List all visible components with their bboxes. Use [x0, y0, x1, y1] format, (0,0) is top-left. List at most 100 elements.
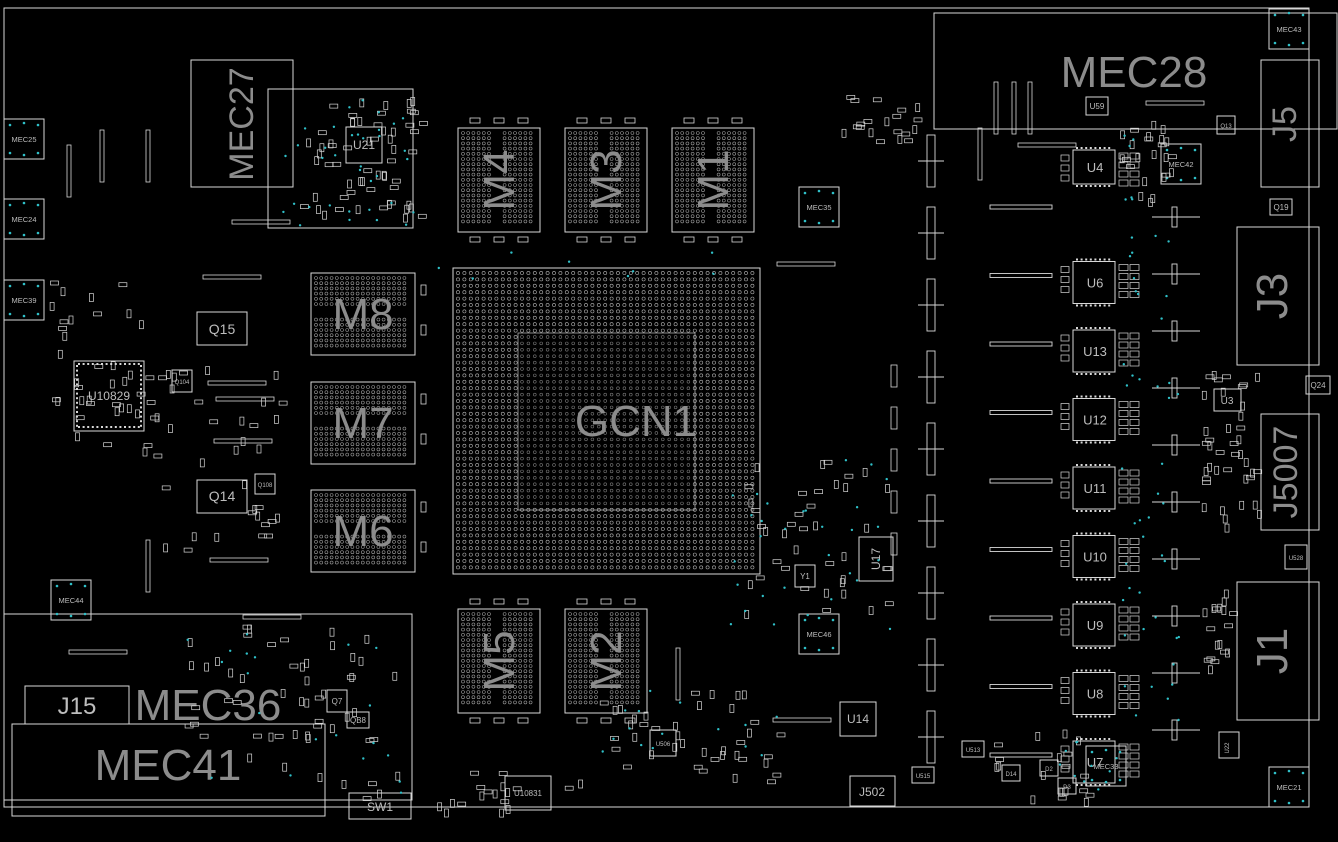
via: [1131, 198, 1134, 201]
passive-component: [126, 309, 132, 319]
passive-component: [369, 737, 379, 742]
sw1-switch[interactable]: SW1: [348, 792, 412, 820]
q15-mosfet[interactable]: Q15: [196, 311, 248, 346]
u21-chip[interactable]: U21: [345, 126, 383, 164]
via: [1160, 317, 1163, 320]
via: [731, 494, 734, 497]
q24-part[interactable]: Q24: [1305, 375, 1331, 395]
d3-part[interactable]: D3: [1057, 777, 1077, 795]
u3-chip[interactable]: U3: [1213, 388, 1242, 412]
memory-chip-m5[interactable]: M5: [457, 598, 541, 724]
u10-regulator[interactable]: U10: [1060, 532, 1140, 581]
mec33-mount[interactable]: MEC33: [1085, 745, 1127, 787]
via: [1163, 559, 1167, 563]
gpu-package[interactable]: GCN1: [452, 267, 761, 575]
passive-component: [1243, 458, 1249, 467]
passive-component: [387, 199, 392, 209]
q108-part[interactable]: Q108: [254, 473, 276, 495]
j5-connector[interactable]: J5: [1260, 59, 1320, 188]
via: [1166, 697, 1170, 700]
u8-regulator[interactable]: U8: [1060, 669, 1140, 718]
passive-component: [278, 400, 288, 406]
u10829-chip[interactable]: U10829: [73, 360, 145, 432]
u515-chip[interactable]: U515: [911, 766, 935, 784]
u4-regulator[interactable]: U4: [1060, 147, 1140, 187]
via: [1131, 251, 1134, 254]
mec39-mount[interactable]: MEC39: [3, 279, 45, 321]
passive-component: [1214, 640, 1220, 650]
mec24-mount[interactable]: MEC24: [3, 198, 45, 240]
y1-crystal[interactable]: Y1: [794, 564, 816, 588]
resistor: [890, 364, 898, 388]
mec21-mount[interactable]: MEC21: [1268, 766, 1310, 808]
mec35-mount[interactable]: MEC35: [798, 186, 840, 228]
passive-component: [833, 480, 839, 489]
q14-mosfet[interactable]: Q14: [196, 479, 248, 514]
u12-regulator[interactable]: U12: [1060, 395, 1140, 444]
passive-component: [409, 110, 419, 116]
u17-chip[interactable]: U17: [858, 536, 894, 582]
j3-connector[interactable]: J3: [1236, 226, 1320, 366]
mec35-label: MEC35: [806, 203, 831, 212]
via: [772, 623, 776, 626]
mec39-label: MEC39: [11, 296, 36, 305]
u13-regulator[interactable]: U13: [1060, 327, 1140, 375]
passive-component: [1030, 795, 1036, 805]
via: [1124, 198, 1127, 201]
q15-label: Q15: [209, 321, 236, 337]
q19-part[interactable]: Q19: [1269, 198, 1293, 216]
passive-component: [1223, 589, 1229, 599]
passive-component: [49, 302, 55, 311]
memory-chip-m3[interactable]: M3: [564, 117, 648, 243]
passive-component: [1151, 120, 1157, 130]
u6-regulator[interactable]: U6: [1060, 258, 1140, 307]
q13-part[interactable]: Q13: [1216, 115, 1236, 135]
passive-component: [1130, 127, 1139, 133]
via: [1064, 749, 1068, 753]
d2-part[interactable]: D2: [1039, 759, 1059, 777]
j5007-connector[interactable]: J5007: [1260, 413, 1320, 531]
q7-part[interactable]: Q7: [326, 689, 348, 713]
passive-component: [897, 135, 903, 144]
via: [1083, 780, 1086, 783]
mec46-label: MEC46: [806, 630, 831, 639]
passive-component: [639, 722, 649, 727]
via: [332, 125, 336, 128]
j15-connector[interactable]: J15: [24, 685, 130, 725]
qb8-part[interactable]: QB8: [346, 711, 370, 729]
mec25-mount[interactable]: MEC25: [3, 118, 45, 160]
d14-part[interactable]: D14: [1001, 764, 1021, 782]
passive-component: [437, 802, 442, 812]
mec44-mount[interactable]: MEC44: [50, 579, 92, 621]
u11-regulator[interactable]: U11: [1060, 464, 1140, 512]
u22-chip[interactable]: U22: [1218, 731, 1240, 759]
memory-chip-m1[interactable]: M1: [671, 117, 755, 243]
u9-label: U9: [1087, 618, 1104, 633]
inductor: [989, 547, 1053, 552]
mec43-mount[interactable]: MEC43: [1268, 8, 1310, 50]
j502-connector[interactable]: J502: [849, 775, 896, 807]
u59-chip[interactable]: U59: [1085, 96, 1109, 116]
passive-component: [776, 261, 836, 267]
memory-chip-m7[interactable]: M7: [310, 381, 427, 465]
u9-regulator[interactable]: U9: [1060, 601, 1140, 649]
mec46-mount[interactable]: MEC46: [798, 613, 840, 655]
u10831-chip[interactable]: U10831: [504, 775, 552, 811]
memory-chip-m6[interactable]: M6: [310, 489, 427, 573]
passive-component: [1129, 140, 1135, 150]
passive-component: [710, 757, 720, 762]
passive-component: [904, 138, 913, 144]
memory-chip-m4[interactable]: M4: [457, 117, 541, 243]
u513-chip[interactable]: U513: [961, 740, 985, 758]
passive-component: [1079, 788, 1089, 794]
passive-component: [1220, 649, 1229, 655]
j1-connector[interactable]: J1: [1236, 581, 1320, 721]
u528-chip[interactable]: U528: [1284, 544, 1308, 570]
passive-component: [763, 527, 769, 536]
memory-chip-m8[interactable]: M8: [310, 272, 427, 356]
u14-chip[interactable]: U14: [839, 701, 877, 737]
memory-chip-m2[interactable]: M2: [564, 598, 648, 724]
memory-chip-label: M5: [475, 630, 524, 691]
mec42-mount[interactable]: MEC42: [1160, 143, 1202, 185]
u7-regulator[interactable]: U7: [1060, 738, 1140, 786]
